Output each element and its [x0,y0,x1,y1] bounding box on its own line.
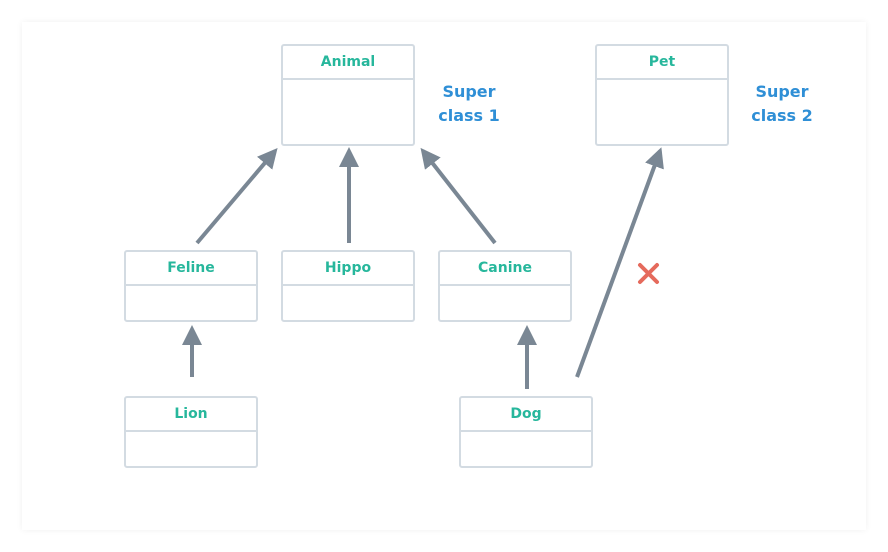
arrow-dog-to-pet [575,147,664,378]
cross-icon [638,263,659,284]
arrow-feline-to-animal [195,147,278,245]
class-name-animal: Animal [283,46,413,80]
class-name-hippo: Hippo [283,252,413,286]
super-class-2-label: Super class 2 [742,80,822,128]
super-class-1-line1: Super [442,82,496,101]
class-body-pet [597,80,727,144]
class-box-canine[interactable]: Canine [438,250,572,322]
class-name-dog: Dog [461,398,591,432]
super-class-2-line1: Super [755,82,809,101]
class-box-animal[interactable]: Animal [281,44,415,146]
super-class-1-line2: class 1 [438,106,500,125]
super-class-1-label: Super class 1 [429,80,509,128]
class-name-pet: Pet [597,46,727,80]
class-box-hippo[interactable]: Hippo [281,250,415,322]
super-class-2-line2: class 2 [751,106,813,125]
class-box-pet[interactable]: Pet [595,44,729,146]
class-name-feline: Feline [126,252,256,286]
class-body-animal [283,80,413,144]
class-name-lion: Lion [126,398,256,432]
class-box-feline[interactable]: Feline [124,250,258,322]
class-box-dog[interactable]: Dog [459,396,593,468]
class-body-lion [126,432,256,466]
class-body-dog [461,432,591,466]
class-body-canine [440,286,570,320]
arrow-canine-to-animal [420,147,497,245]
class-body-hippo [283,286,413,320]
class-body-feline [126,286,256,320]
class-name-canine: Canine [440,252,570,286]
class-box-lion[interactable]: Lion [124,396,258,468]
